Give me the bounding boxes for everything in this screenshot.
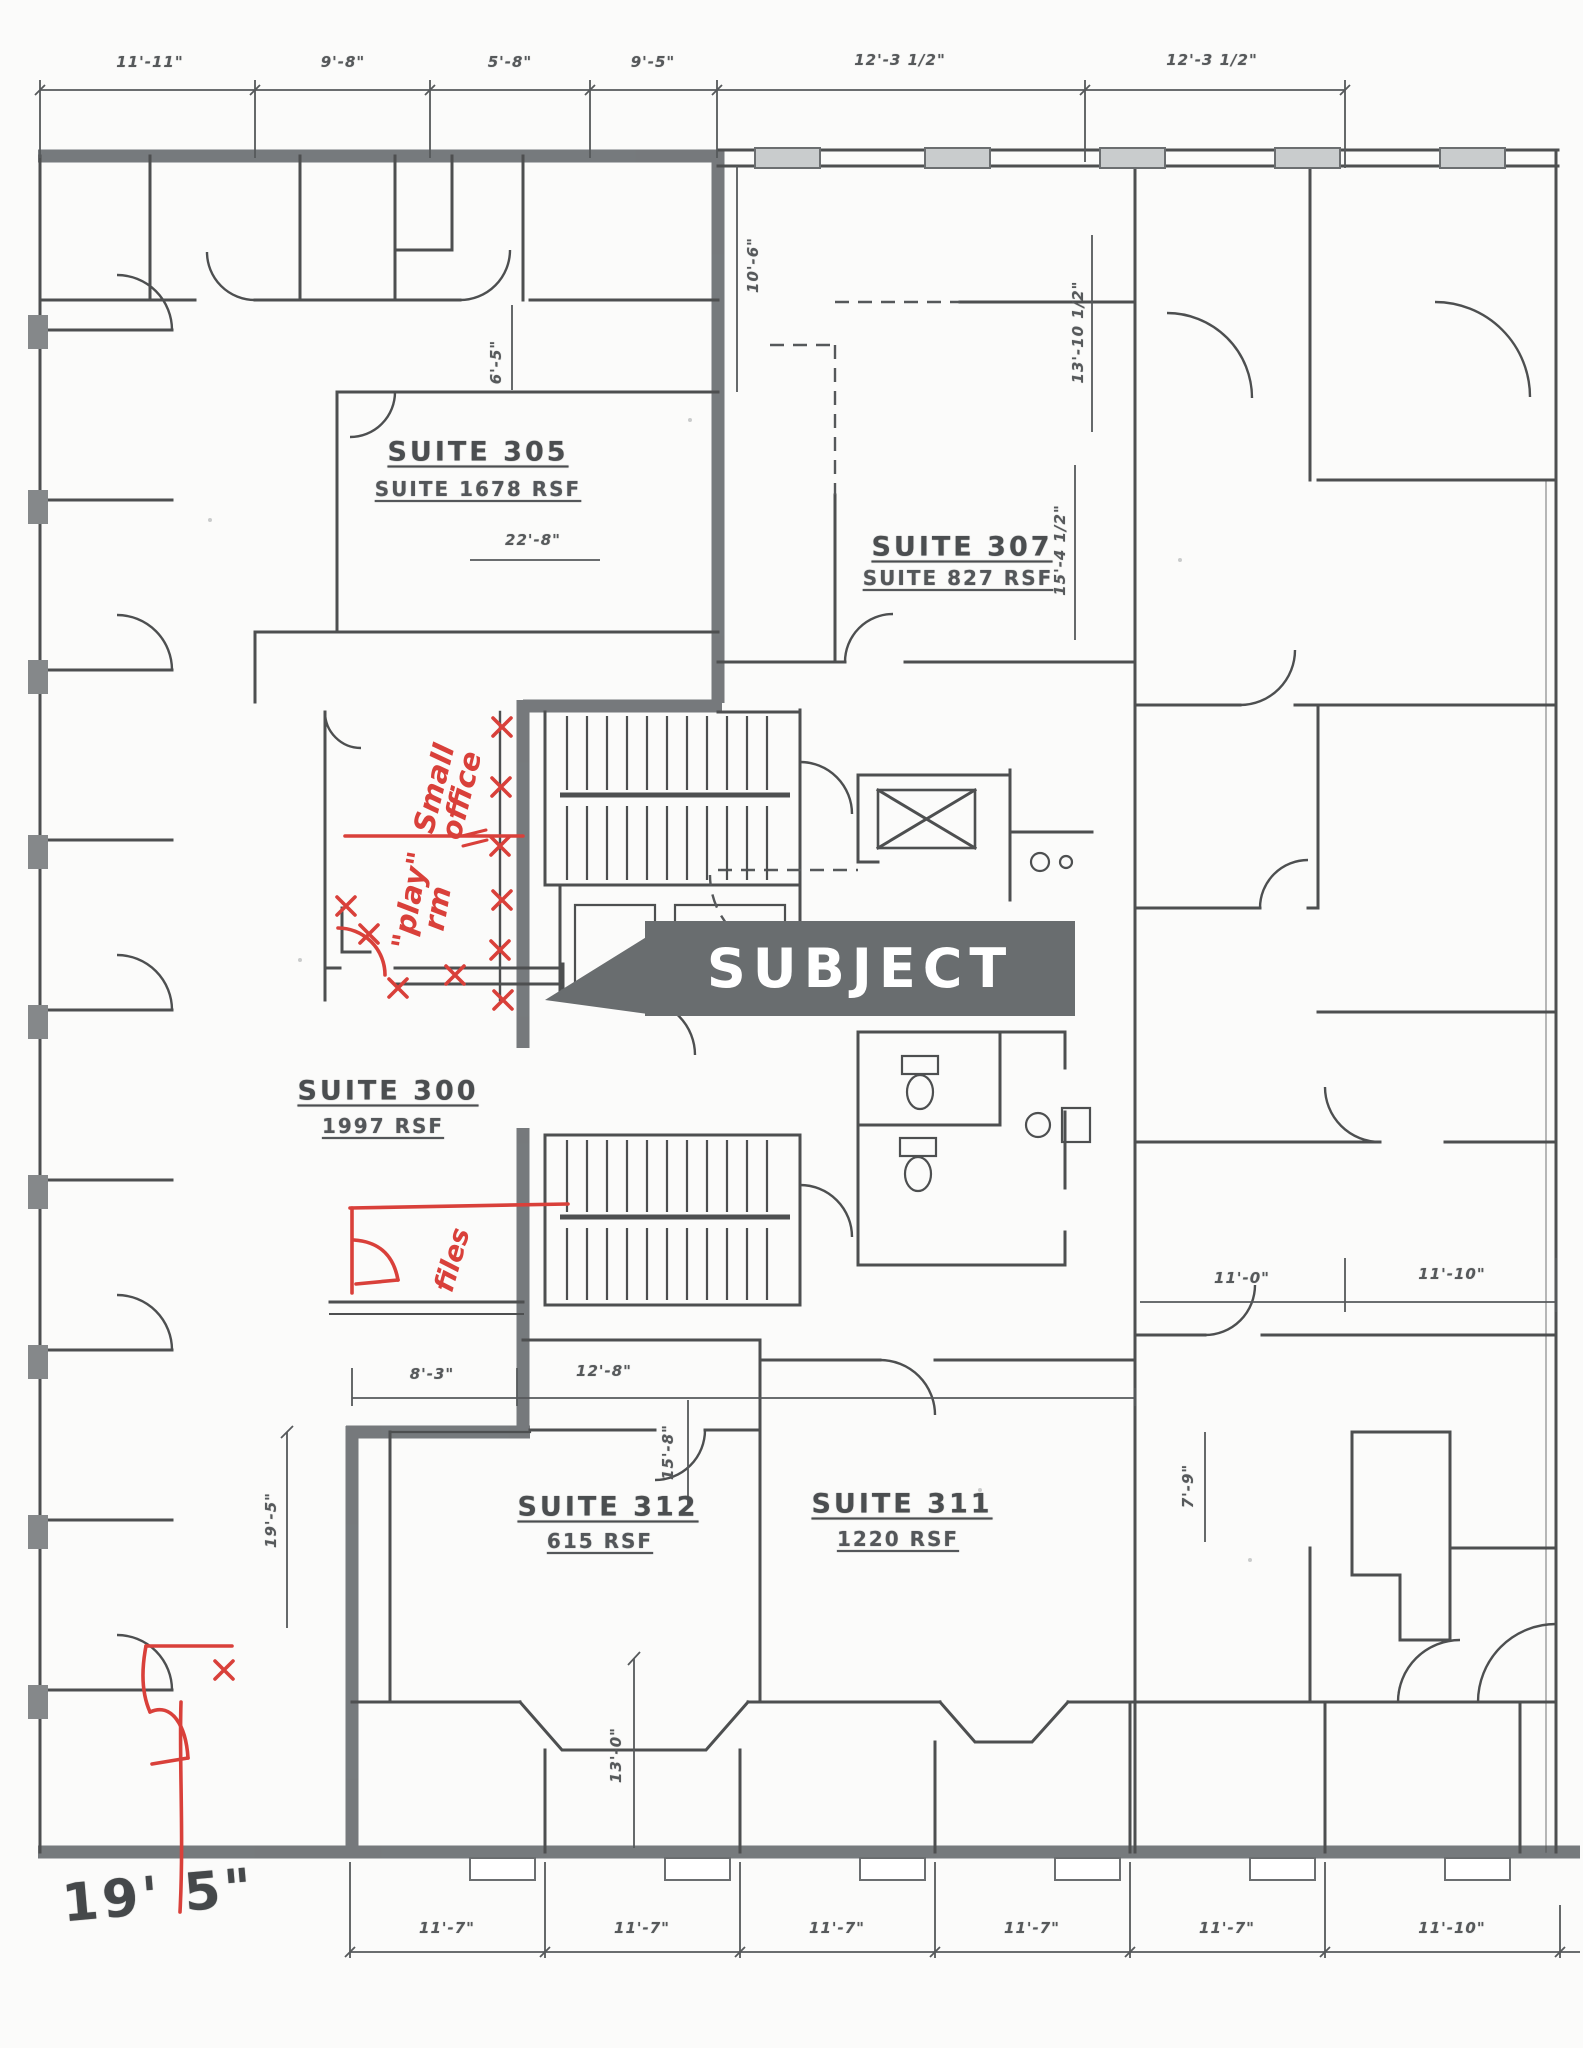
dim-right-2: 11'-10" [1418,1265,1486,1283]
subject-banner: SUBJECT [645,921,1075,1016]
dim-vert-1: 10'-6" [744,237,762,293]
dim-vert-2: 13'-10 1/2" [1069,280,1087,384]
dim-top-1: 11'-11" [116,53,184,71]
dim-bottom-6: 11'-10" [1418,1919,1486,1937]
dim-bottom-3: 11'-7" [809,1919,865,1937]
dim-top-6: 12'-3 1/2" [1166,51,1258,69]
dim-suite305-width: 22'-8" [505,531,561,549]
dim-bottom-1: 11'-7" [419,1919,475,1937]
suite-300-label: SUITE 300 [297,1075,479,1107]
suite-300-area: 1997 RSF [321,1114,445,1138]
dim-interior-b: 12'-8" [576,1362,632,1380]
dim-interior-a: 8'-3" [409,1365,455,1383]
dim-top-4: 9'-5" [630,53,676,71]
dim-top-3: 5'-8" [487,53,533,71]
dim-top-2: 9'-8" [320,53,366,71]
dim-vert-7: 13'-0" [607,1727,625,1783]
suite-312-area: 615 RSF [546,1529,654,1553]
suite-305-label: SUITE 305 [387,436,569,468]
subject-pointer [545,936,648,1014]
dim-bottom-2: 11'-7" [614,1919,670,1937]
dim-top-5: 12'-3 1/2" [854,51,946,69]
dim-right-1: 11'-0" [1214,1269,1270,1287]
suite-311-area: 1220 RSF [836,1527,960,1551]
dim-vert-4: 6'-5" [487,339,505,385]
dim-bottom-5: 11'-7" [1199,1919,1255,1937]
red-annotations [141,716,570,1914]
dim-vert-3: 15'-4 1/2" [1051,504,1069,596]
dim-bottom-4: 11'-7" [1004,1919,1060,1937]
subject-banner-label: SUBJECT [706,937,1014,1000]
dimension-lines [34,80,1580,1958]
dim-vert-8: 7'-9" [1179,1463,1197,1509]
suite-307-area: SUITE 827 RSF [862,566,1054,590]
suite-311-label: SUITE 311 [811,1488,993,1520]
suite-305-area: SUITE 1678 RSF [374,477,582,501]
dim-vert-6: 19'-5" [262,1492,280,1548]
suite-312-label: SUITE 312 [517,1491,699,1523]
suite-307-label: SUITE 307 [871,531,1053,563]
dim-vert-5: 15'-8" [659,1424,677,1480]
